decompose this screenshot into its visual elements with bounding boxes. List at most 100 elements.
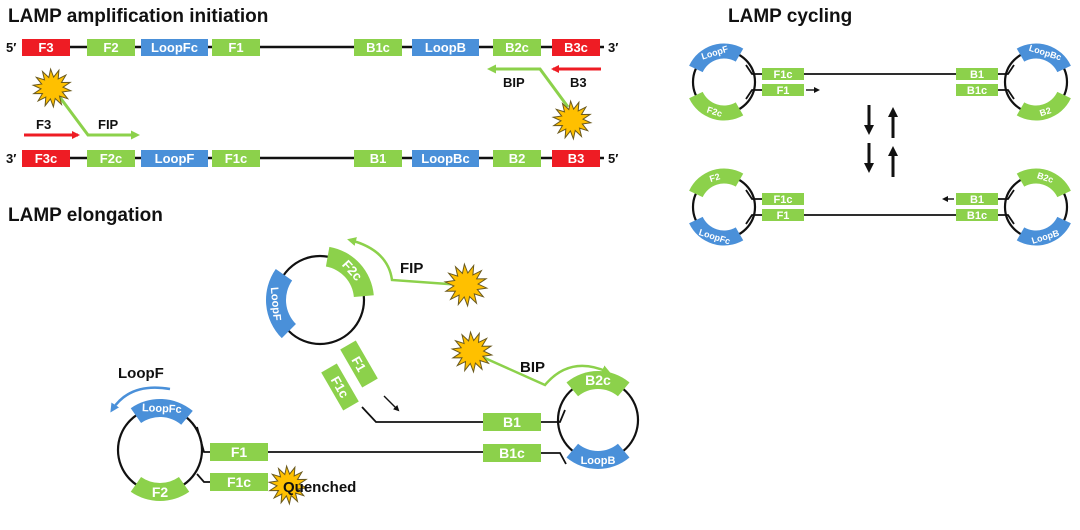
- elong-loopf-arrow: [110, 386, 171, 413]
- left-stem-upper-label: F1c: [774, 69, 793, 81]
- region-bottom-loopf-box: [141, 150, 208, 167]
- right-loop-bottom-arc: [566, 443, 630, 469]
- right-loop-top-label: B2c: [1036, 170, 1055, 185]
- right-loop-strand: [556, 378, 640, 462]
- initiation-bip-primer: BIP: [487, 64, 570, 108]
- left-loop-bottom: F2c: [689, 91, 744, 121]
- left-stem-lower-box: [762, 209, 804, 221]
- region-top-f3-label: F3: [38, 40, 53, 55]
- title-cycling: LAMP cycling: [728, 6, 852, 27]
- quenched-label: Quenched: [283, 479, 356, 496]
- quenched-star: [267, 464, 309, 506]
- left-loop-top-label: F2: [708, 171, 721, 184]
- right-loop-bottom: LoopB: [1016, 216, 1071, 246]
- left-stem-upper-label: F1c: [774, 194, 793, 206]
- left-loop-top: F2: [689, 168, 744, 198]
- region-bottom-f1c-box: [212, 150, 260, 167]
- right-loop-bottom-arc: [1016, 216, 1071, 246]
- region-top-b1c: B1c: [354, 39, 402, 56]
- region-top-loopfc-box: [141, 39, 208, 56]
- elong-fip-arrow: [347, 237, 463, 287]
- region-bottom-b1-label: B1: [370, 151, 387, 166]
- left-loop-top-arc: [130, 399, 193, 425]
- top-strand-3prime: 3′: [608, 40, 618, 55]
- left-stem-upper: F1c: [762, 68, 804, 81]
- left-stem-f1: F1: [210, 443, 268, 461]
- region-bottom-f2c-label: F2c: [100, 151, 122, 166]
- right-stem-upper-label: B1: [970, 194, 984, 206]
- left-stem-lower-link: [745, 214, 762, 225]
- region-top-loopfc-label: LoopFc: [151, 40, 198, 55]
- right-stem-lower-box: [956, 209, 998, 221]
- top-strand-5prime: 5′: [6, 40, 16, 55]
- region-top-loopb: LoopB: [412, 39, 479, 56]
- region-top-b2c-box: [493, 39, 541, 56]
- region-top-b1c-box: [354, 39, 402, 56]
- region-bottom-f3c: F3c: [22, 150, 70, 167]
- region-top-b2c-label: B2c: [505, 40, 529, 55]
- right-stem-lower-link: [998, 214, 1015, 225]
- right-loop-bottom-label: LoopB: [581, 455, 616, 467]
- left-stem-lower-label: F1: [777, 210, 790, 222]
- region-top-b1c-label: B1c: [366, 40, 390, 55]
- right-stem-b1-label: B1: [503, 414, 521, 430]
- region-bottom-b2-box: [493, 150, 541, 167]
- elongation-fip-primer: FIP: [347, 237, 463, 287]
- region-top-f2-box: [87, 39, 135, 56]
- right-loop-top: LoopBc: [1016, 43, 1071, 73]
- upper-extension-arrow: [383, 395, 400, 412]
- right-loop-top: B2c: [1016, 168, 1071, 198]
- left-stem-f1c-label: F1c: [227, 474, 251, 490]
- left-stem-lower-label: F1: [777, 85, 790, 97]
- right-stem-b1c-box: [483, 444, 541, 462]
- region-bottom-f1c-label: F1c: [225, 151, 247, 166]
- right-stem-lower-box: [956, 84, 998, 96]
- fip-label: FIP: [98, 117, 119, 132]
- region-bottom-b2-label: B2: [509, 151, 526, 166]
- region-top-b3c: B3c: [552, 39, 600, 56]
- region-top-f2-label: F2: [103, 40, 118, 55]
- left-loop-top-label: LoopFc: [142, 402, 182, 416]
- region-top-b2c: B2c: [493, 39, 541, 56]
- right-stem-upper-link: [998, 189, 1015, 200]
- bip-label: BIP: [503, 75, 525, 90]
- left-stem-lower-box: [762, 84, 804, 96]
- left-loop-top-arc: [689, 43, 744, 73]
- region-top-f3: F3: [22, 39, 70, 56]
- fluorophore-star-bip: [551, 99, 593, 141]
- left-stem-lower-link: [196, 473, 210, 483]
- initiation-b3-primer: B3: [551, 65, 601, 90]
- right-loop-top-arc: [1016, 43, 1071, 73]
- left-loop-bottom-arc: [130, 477, 190, 501]
- cycling-equilibrium-arrows: [864, 105, 898, 177]
- elong-fip-label: FIP: [400, 260, 423, 277]
- right-loop-bottom-label: B2: [1038, 105, 1052, 118]
- region-bottom-loopbc-box: [412, 150, 479, 167]
- right-stem-b1c-label: B1c: [499, 445, 525, 461]
- upper-stem-f1: F1: [340, 340, 378, 388]
- left-stem-f1-box: [210, 443, 268, 461]
- left-loop-top: LoopF: [689, 43, 744, 73]
- region-bottom-f1c: F1c: [212, 150, 260, 167]
- right-stem-b1-box: [483, 413, 541, 431]
- fluorophore-star-fip: [31, 67, 73, 109]
- left-stem-f1-label: F1: [231, 444, 248, 460]
- right-loop-top-arc: [566, 371, 630, 397]
- region-bottom-b3: B3: [552, 150, 600, 167]
- right-loop-top: B2c: [566, 371, 630, 397]
- region-bottom-f2c: F2c: [87, 150, 135, 167]
- left-loop-bottom-arc: [689, 216, 744, 246]
- upper-stem-f1-label: F1: [349, 354, 370, 375]
- right-loop-bottom-arc: [1016, 91, 1071, 121]
- elong-bip-arrow: [477, 353, 611, 387]
- region-top-f1-label: F1: [228, 40, 243, 55]
- left-loop-strand: [116, 406, 204, 494]
- upper-loop-left: LoopF: [266, 269, 296, 339]
- left-loop-bottom-arc: [689, 91, 744, 121]
- right-stem-upper: B1: [956, 68, 998, 81]
- right-stem-lower-link: [998, 89, 1015, 100]
- left-loop-bottom: F2: [130, 477, 190, 501]
- fluorophore-star-fip-elong: [443, 262, 489, 308]
- right-stem-upper-box: [956, 68, 998, 80]
